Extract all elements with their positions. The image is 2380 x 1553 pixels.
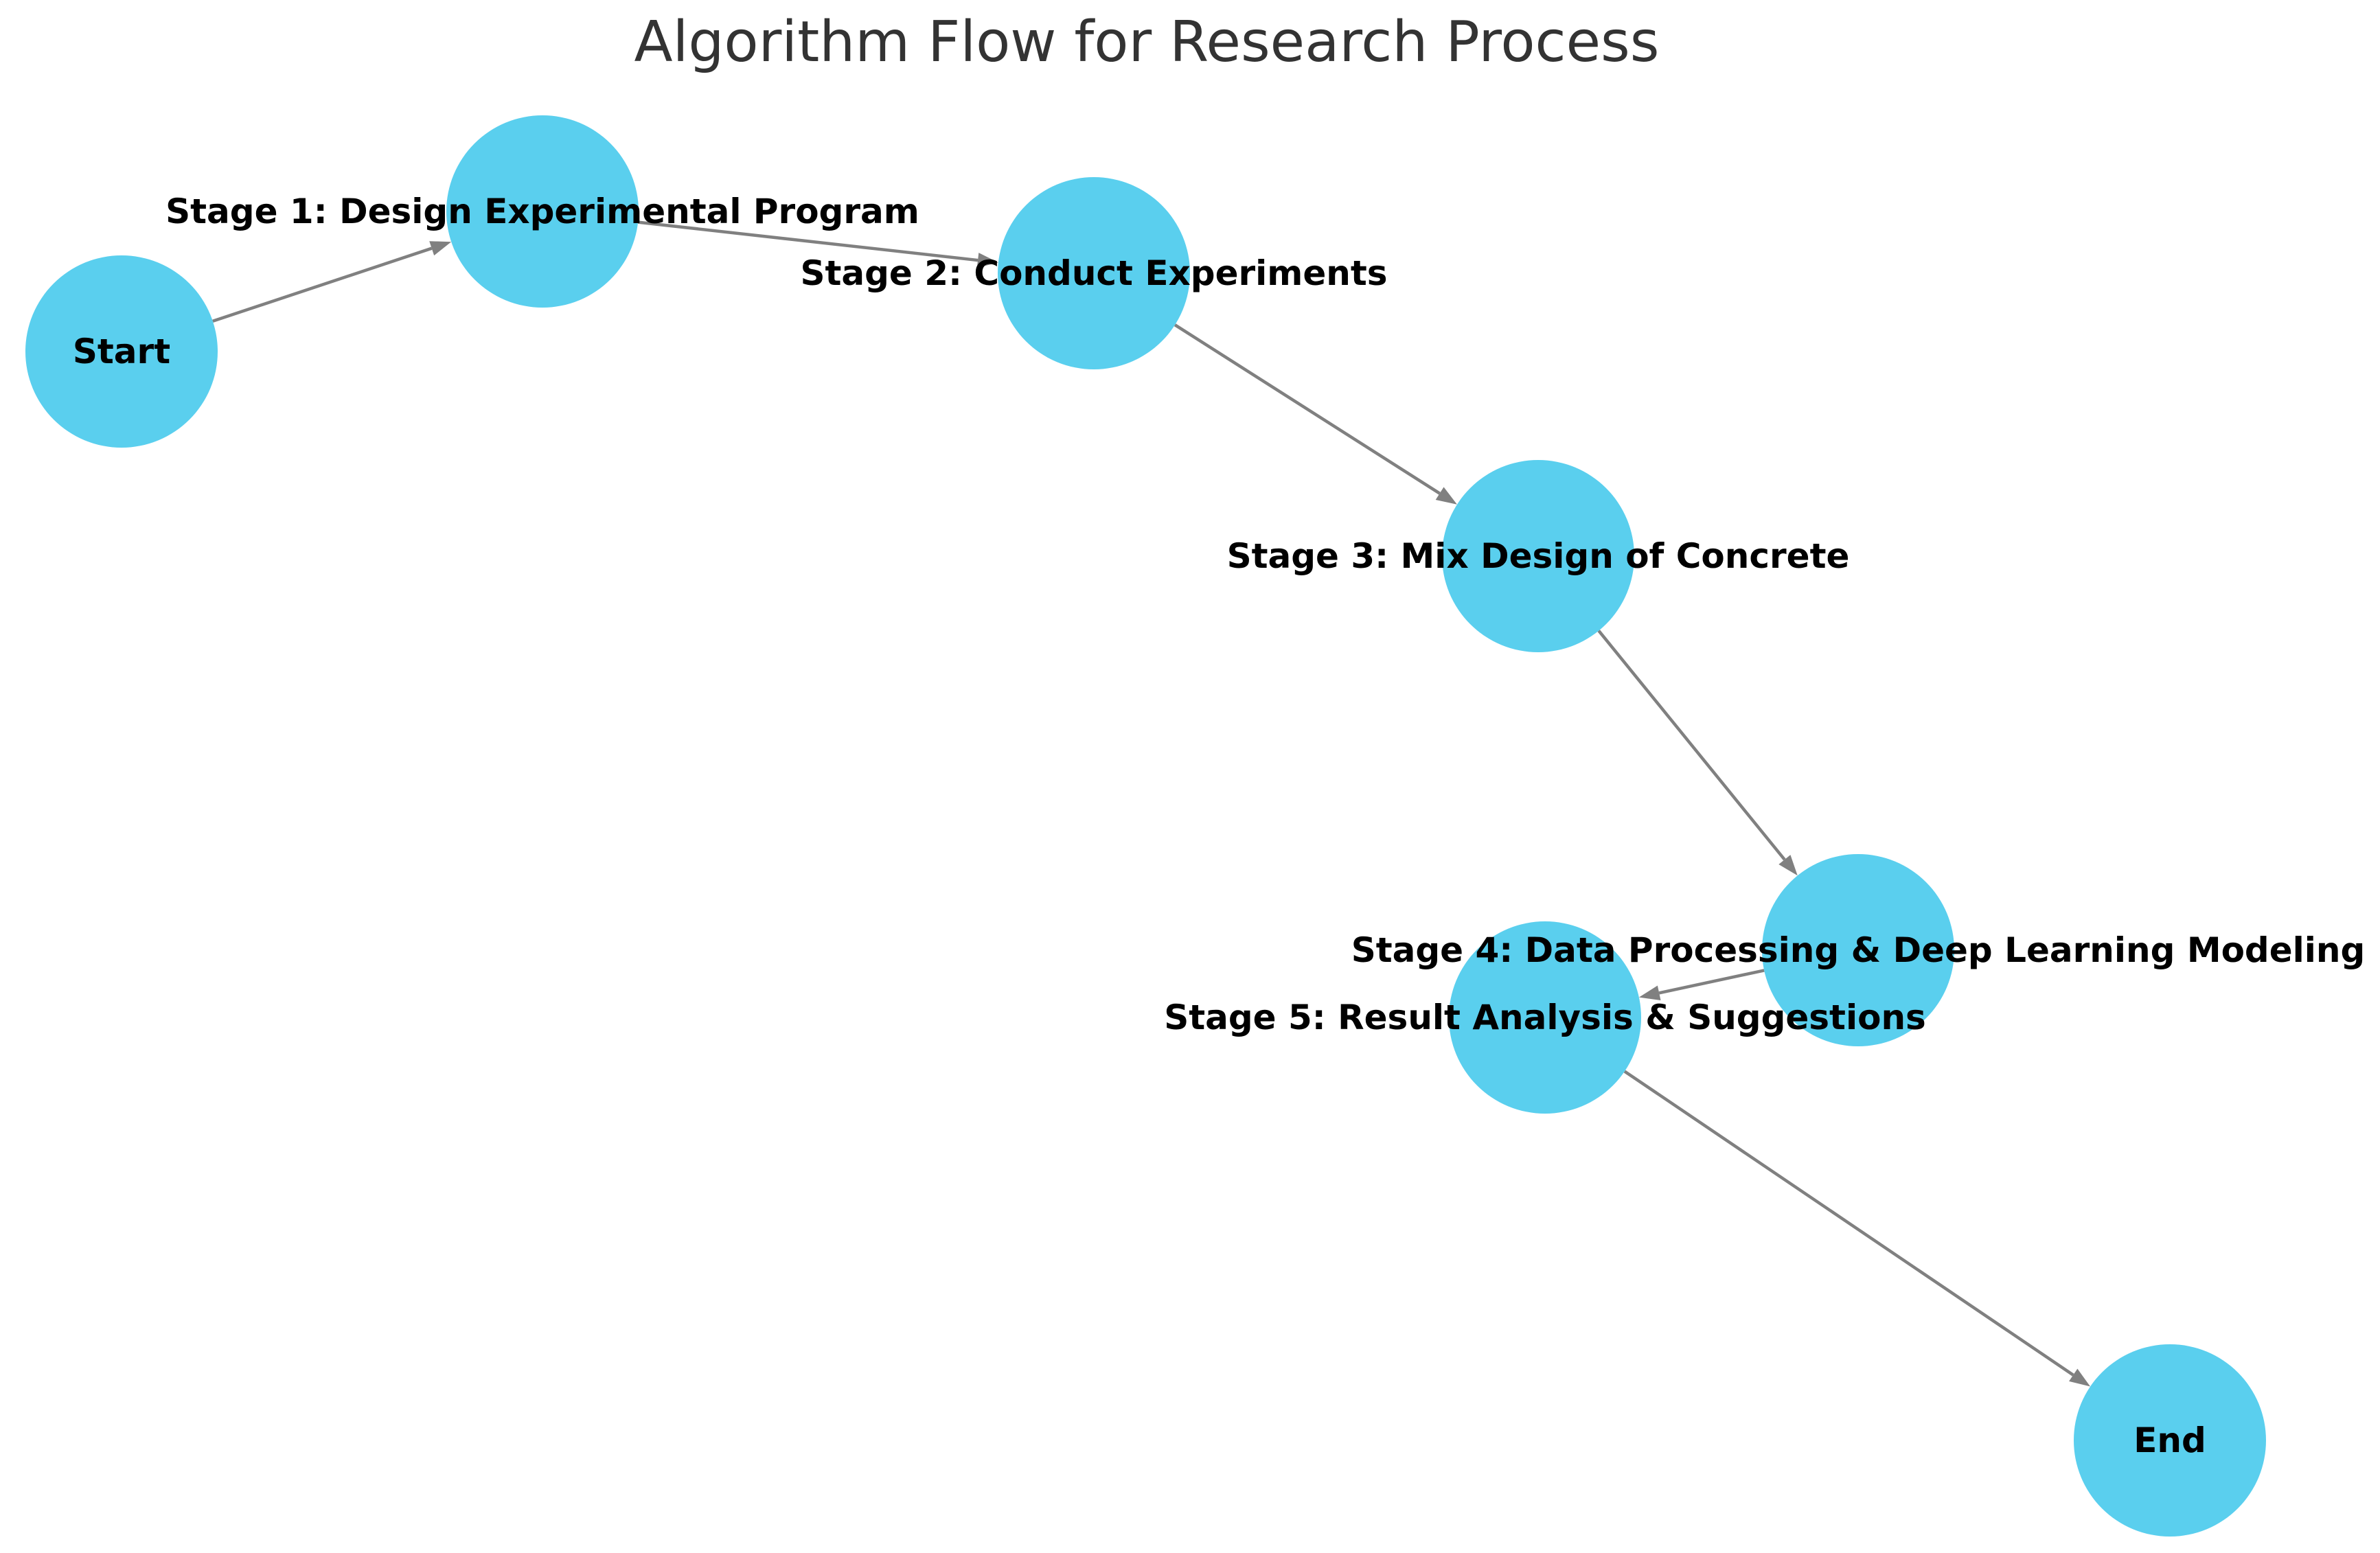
node-start — [25, 255, 218, 448]
arrowhead-stage3-to-stage4 — [1778, 855, 1798, 876]
node-end — [2074, 1344, 2266, 1537]
node-stage5 — [1449, 921, 1641, 1114]
edge-stage5-to-end — [1623, 1070, 2074, 1377]
node-label-stage4: Stage 4: Data Processing & Deep Learning… — [1351, 930, 2366, 970]
labels-layer: Start Stage 1: Design Experimental Progra… — [73, 192, 2365, 1460]
arrowhead-stage4-to-stage5 — [1638, 985, 1661, 1001]
node-label-stage3: Stage 3: Mix Design of Concrete — [1227, 536, 1850, 576]
node-label-start: Start — [73, 332, 170, 371]
arrowhead-start-to-stage1 — [429, 241, 452, 256]
node-label-stage2: Stage 2: Conduct Experiments — [800, 253, 1387, 293]
edge-stage4-to-stage5 — [1658, 969, 1765, 995]
node-label-stage5: Stage 5: Result Analysis & Suggestions — [1164, 998, 1926, 1037]
node-label-stage1: Stage 1: Design Experimental Program — [165, 192, 919, 231]
arrowhead-stage2-to-stage3 — [1435, 487, 1457, 505]
arrowhead-stage5-to-end — [2069, 1368, 2091, 1387]
node-label-end: End — [2133, 1420, 2206, 1460]
nodes-layer — [25, 115, 2266, 1537]
node-stage1 — [446, 115, 639, 308]
node-stage2 — [998, 177, 1190, 369]
edge-stage2-to-stage3 — [1174, 323, 1441, 495]
diagram-title: Algorithm Flow for Research Process — [634, 10, 1660, 75]
edge-stage3-to-stage4 — [1597, 630, 1786, 861]
edges-layer — [212, 220, 2091, 1387]
edge-stage1-to-stage2 — [637, 220, 979, 262]
edge-start-to-stage1 — [212, 246, 433, 323]
arrowhead-stage1-to-stage2 — [976, 253, 998, 268]
node-stage3 — [1442, 460, 1634, 652]
node-stage4 — [1762, 854, 1954, 1046]
